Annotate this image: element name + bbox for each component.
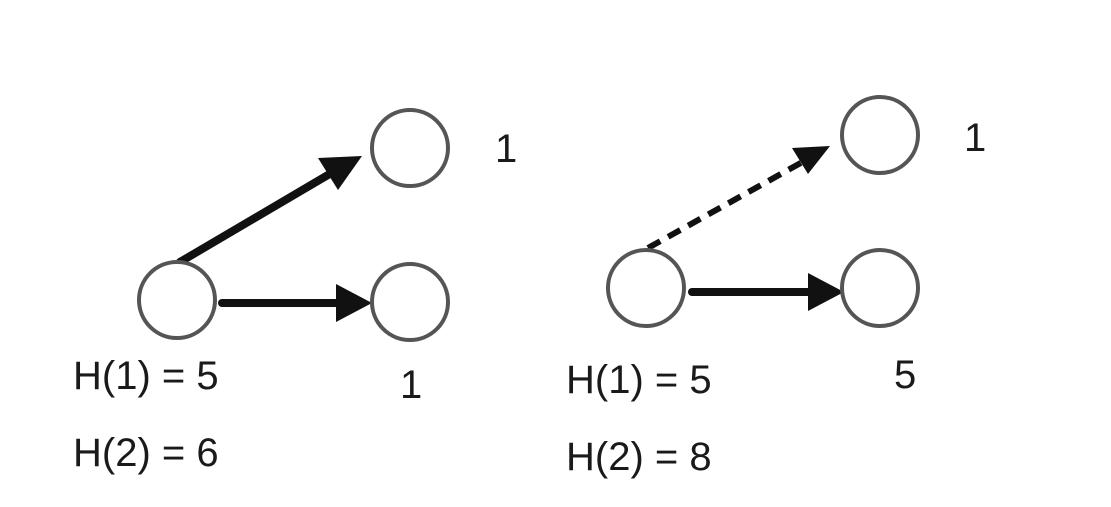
right-arrowhead-upper xyxy=(792,146,830,174)
right-top-weight: 1 xyxy=(964,116,986,160)
right-arrowhead-lower xyxy=(808,273,844,311)
left-edge-upper xyxy=(176,168,337,266)
right-h1-label: H(1) = 5 xyxy=(566,358,712,402)
right-bottom-node xyxy=(840,248,920,328)
right-edge-upper-dashed xyxy=(646,157,808,251)
left-top-weight: 1 xyxy=(495,127,517,171)
right-source-node xyxy=(606,248,686,328)
left-top-node xyxy=(370,108,450,188)
right-top-node xyxy=(840,95,920,175)
left-bottom-node xyxy=(370,262,450,342)
left-h2-label: H(2) = 6 xyxy=(73,431,219,475)
left-source-node xyxy=(137,260,217,340)
left-arrowhead-upper xyxy=(318,156,362,190)
left-graph: 1 1 H(1) = 5 H(2) = 6 xyxy=(73,108,517,475)
right-graph: 1 5 H(1) = 5 H(2) = 8 xyxy=(566,95,986,479)
left-arrowhead-lower xyxy=(336,284,372,322)
right-bottom-weight: 5 xyxy=(894,353,916,397)
left-bottom-weight: 1 xyxy=(400,363,422,407)
left-h1-label: H(1) = 5 xyxy=(73,354,219,398)
right-h2-label: H(2) = 8 xyxy=(566,435,712,479)
